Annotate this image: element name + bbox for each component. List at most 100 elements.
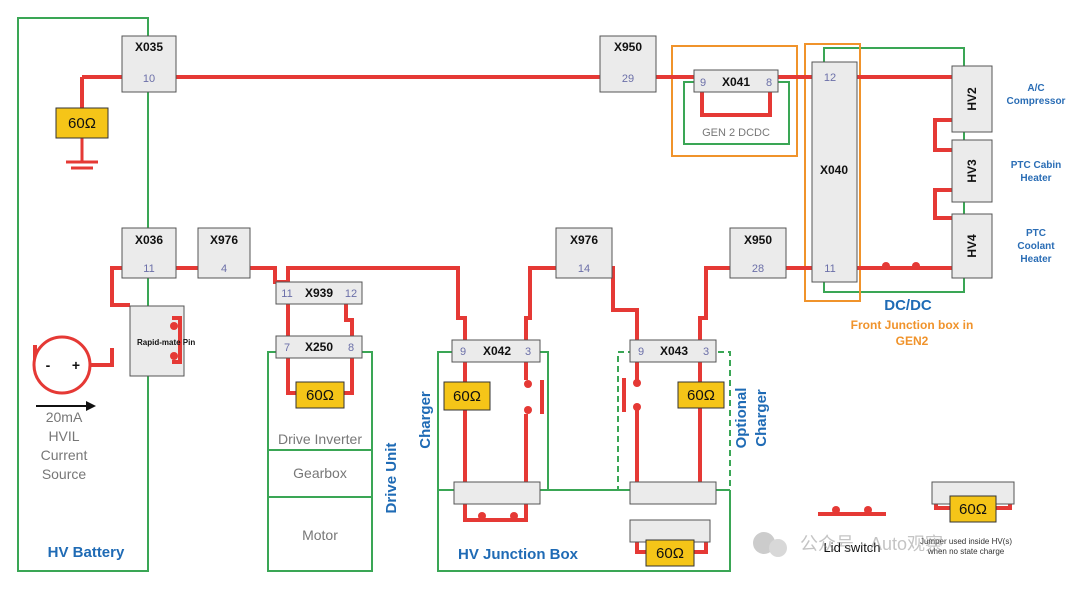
hv-junction-box-label: HV Junction Box — [458, 546, 579, 563]
front-junction-box — [804, 43, 861, 302]
x035-name: X035 — [135, 40, 163, 54]
x043-pin-right: 3 — [703, 346, 709, 358]
x043-pin-left: 9 — [638, 346, 644, 358]
gen2-dcdc-label: GEN 2 DCDC — [702, 127, 770, 139]
x042-pin-right: 3 — [525, 346, 531, 358]
connector-x250 — [275, 335, 363, 359]
gen2-dcdc-box — [671, 45, 798, 157]
legend-lid-switch-label: Lid switch — [823, 540, 880, 555]
hv-battery-box — [17, 17, 149, 572]
motor-label: Motor — [302, 527, 338, 543]
x041-pin-right: 8 — [766, 77, 772, 89]
x976-mid-name: X976 — [570, 233, 598, 247]
watermark-text: 公众号 · Auto观察 — [800, 534, 943, 554]
x950-right-name: X950 — [744, 233, 772, 247]
x939-pin-left: 11 — [281, 288, 292, 300]
connector-hv2 — [951, 65, 993, 133]
lid-switch-optional-charger — [622, 378, 641, 412]
x976-left-name: X976 — [210, 233, 238, 247]
drive-unit-label: Drive Unit — [383, 443, 400, 514]
x040-name: X040 — [820, 163, 848, 177]
watermark: 公众号 · Auto观察 — [753, 532, 943, 557]
optional-charger-box — [617, 351, 731, 491]
gearbox-label: Gearbox — [293, 465, 347, 481]
connector-x043 — [629, 339, 717, 363]
connector-x950-right — [729, 227, 787, 279]
connector-x976-left — [197, 227, 251, 279]
resistor-drive-unit — [295, 381, 345, 409]
charger-box — [437, 351, 549, 490]
rapid-mate-label: Rapid-mate Pin — [137, 338, 195, 347]
drive-inverter-label: Drive Inverter — [278, 431, 362, 447]
connector-charger-bottom — [453, 481, 541, 505]
connector-x976-mid — [555, 227, 613, 279]
connector-x040 — [811, 61, 858, 283]
connector-x041 — [693, 69, 779, 93]
x976-left-pin: 4 — [221, 263, 227, 275]
resistor-drive-unit-label: 60Ω — [306, 387, 334, 404]
source-plus: + — [72, 357, 80, 373]
hv4-name: HV4 — [965, 234, 979, 258]
rapid-mate-jumper — [170, 316, 182, 364]
x939-name: X939 — [305, 286, 333, 300]
x041-name: X041 — [722, 75, 750, 89]
connector-junction-resistor — [629, 519, 711, 543]
resistor-charger — [443, 381, 491, 411]
resistor-optional-charger — [677, 381, 725, 409]
x036-name: X036 — [135, 233, 163, 247]
x950-right-pin: 28 — [752, 263, 764, 275]
resistor-junction-box — [645, 539, 695, 567]
x950-top-name: X950 — [614, 40, 642, 54]
hv2-name: HV2 — [965, 87, 979, 111]
connector-optional-charger-bottom — [629, 481, 717, 505]
x040-pin-bottom: 11 — [824, 263, 835, 275]
hv-battery-label: HV Battery — [48, 544, 125, 561]
connector-x035 — [121, 35, 177, 93]
connector-x042 — [451, 339, 541, 363]
x042-pin-left: 9 — [460, 346, 466, 358]
connector-x939 — [275, 281, 363, 305]
resistor-junction-box-label: 60Ω — [656, 545, 684, 562]
hv-junction-box-outline — [437, 490, 731, 572]
resistor-battery-label: 60Ω — [68, 115, 96, 132]
legend-resistor-label: 60Ω — [959, 501, 987, 518]
legend-resistor — [949, 495, 997, 523]
x939-pin-right: 12 — [345, 288, 357, 300]
x950-top-pin: 29 — [622, 73, 634, 85]
x043-name: X043 — [660, 344, 688, 358]
lid-switch-junction-box — [478, 512, 518, 522]
x250-name: X250 — [305, 340, 333, 354]
x035-pin: 10 — [143, 73, 155, 85]
x250-pin-right: 8 — [348, 342, 354, 354]
legend-resistor-note: Jumper used inside HV(s)when no state ch… — [920, 537, 1012, 556]
dcdc-label: DC/DC — [884, 297, 932, 314]
connector-hv4 — [951, 213, 993, 279]
ground-icon — [66, 138, 98, 170]
connector-x950-top — [599, 35, 657, 93]
resistor-battery — [55, 107, 109, 139]
source-minus: - — [46, 357, 51, 373]
connector-x036 — [121, 227, 177, 279]
x976-mid-pin: 14 — [578, 263, 590, 275]
hv3-name: HV3 — [965, 159, 979, 183]
connector-hv3 — [951, 139, 993, 203]
x040-pin-top: 12 — [824, 72, 836, 84]
current-arrow-icon — [36, 401, 96, 411]
x041-pin-left: 9 — [700, 77, 706, 89]
resistor-charger-label: 60Ω — [453, 388, 481, 405]
x036-pin: 11 — [143, 263, 154, 275]
x042-name: X042 — [483, 344, 511, 358]
x250-pin-left: 7 — [284, 342, 290, 354]
resistor-optional-charger-label: 60Ω — [687, 387, 715, 404]
lid-switch-dcdc — [880, 262, 925, 270]
lid-switch-charger — [524, 380, 544, 414]
current-source-icon — [32, 335, 92, 395]
legend-lid-switch-icon — [818, 506, 886, 516]
